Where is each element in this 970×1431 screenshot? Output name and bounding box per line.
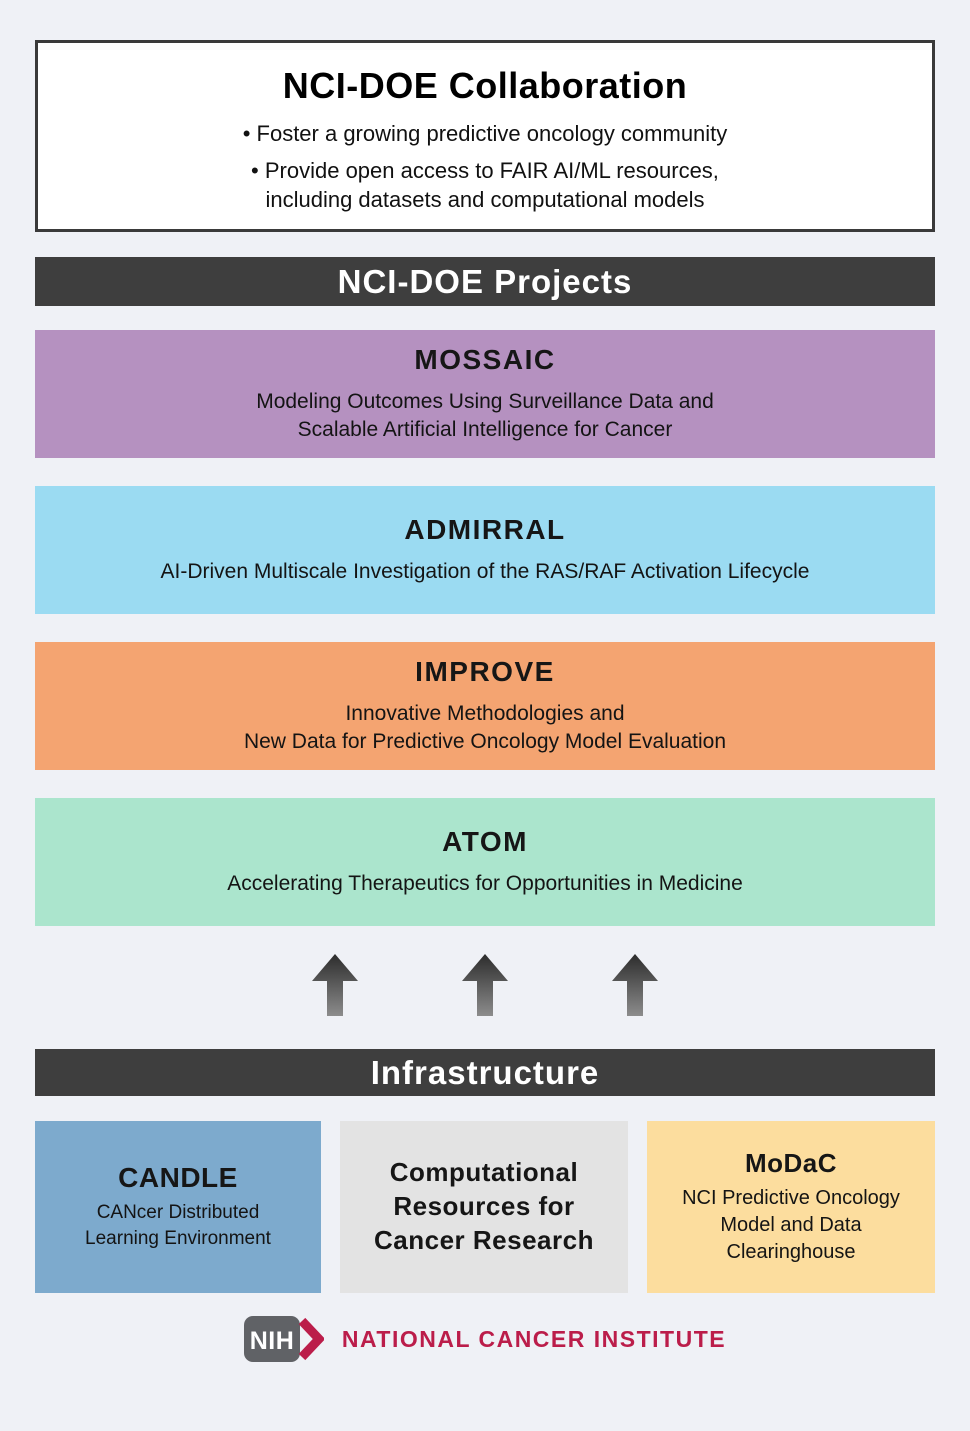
infra-box-candle: CANDLE CANcer Distributed Learning Envir…: [35, 1121, 321, 1293]
up-arrow-icon: [462, 954, 508, 1016]
infra-title-candle: CANDLE: [118, 1162, 238, 1194]
infrastructure-row: CANDLE CANcer Distributed Learning Envir…: [35, 1121, 935, 1293]
infrastructure-banner: Infrastructure: [35, 1049, 935, 1096]
project-description-mossaic: Modeling Outcomes Using Surveillance Dat…: [256, 390, 714, 441]
project-title-mossaic: MOSSAIC: [414, 344, 556, 376]
project-description-atom: Accelerating Therapeutics for Opportunit…: [227, 872, 743, 896]
project-box-mossaic: MOSSAIC Modeling Outcomes Using Surveill…: [35, 330, 935, 458]
infra-title-modac: MoDaC: [744, 1148, 838, 1178]
infra-description-candle: CANcer Distributed Learning Environment: [85, 1202, 271, 1249]
projects-banner: NCI-DOE Projects: [35, 257, 935, 306]
project-title-improve: IMPROVE: [415, 656, 555, 688]
infra-title-computational-resources: Computational Resources for Cancer Resea…: [374, 1157, 594, 1255]
nih-logo-icon: NIH: [243, 1316, 324, 1362]
page-title: NCI-DOE Collaboration: [282, 65, 688, 106]
footer: NIH NATIONAL CANCER INSTITUTE: [35, 1316, 935, 1362]
collaboration-bullet-1: • Foster a growing predictive oncology c…: [242, 121, 728, 146]
project-description-improve: Innovative Methodologies and New Data fo…: [243, 702, 727, 753]
up-arrow-icon: [312, 954, 358, 1016]
nci-wordmark: NATIONAL CANCER INSTITUTE: [341, 1325, 727, 1352]
project-description-admirral: AI-Driven Multiscale Investigation of th…: [160, 560, 810, 584]
infra-box-modac: MoDaC NCI Predictive Oncology Model and …: [647, 1121, 935, 1293]
arrows-row: [35, 954, 935, 1016]
infographic-root: NCI-DOE Collaboration • Foster a growing…: [0, 40, 970, 1431]
project-title-admirral: ADMIRRAL: [404, 514, 566, 546]
project-box-atom: ATOM Accelerating Therapeutics for Oppor…: [35, 798, 935, 926]
project-box-admirral: ADMIRRAL AI-Driven Multiscale Investigat…: [35, 486, 935, 614]
collaboration-box: NCI-DOE Collaboration • Foster a growing…: [35, 40, 935, 232]
up-arrow-icon: [612, 954, 658, 1016]
infra-description-modac: NCI Predictive Oncology Model and Data C…: [682, 1187, 900, 1263]
collaboration-bullet-2: • Provide open access to FAIR AI/ML reso…: [251, 158, 719, 213]
nih-chevron-icon: [298, 1317, 324, 1361]
project-box-improve: IMPROVE Innovative Methodologies and New…: [35, 642, 935, 770]
project-title-atom: ATOM: [442, 826, 528, 858]
nih-acronym: NIH: [250, 1327, 295, 1355]
infra-box-computational-resources: Computational Resources for Cancer Resea…: [340, 1121, 628, 1293]
